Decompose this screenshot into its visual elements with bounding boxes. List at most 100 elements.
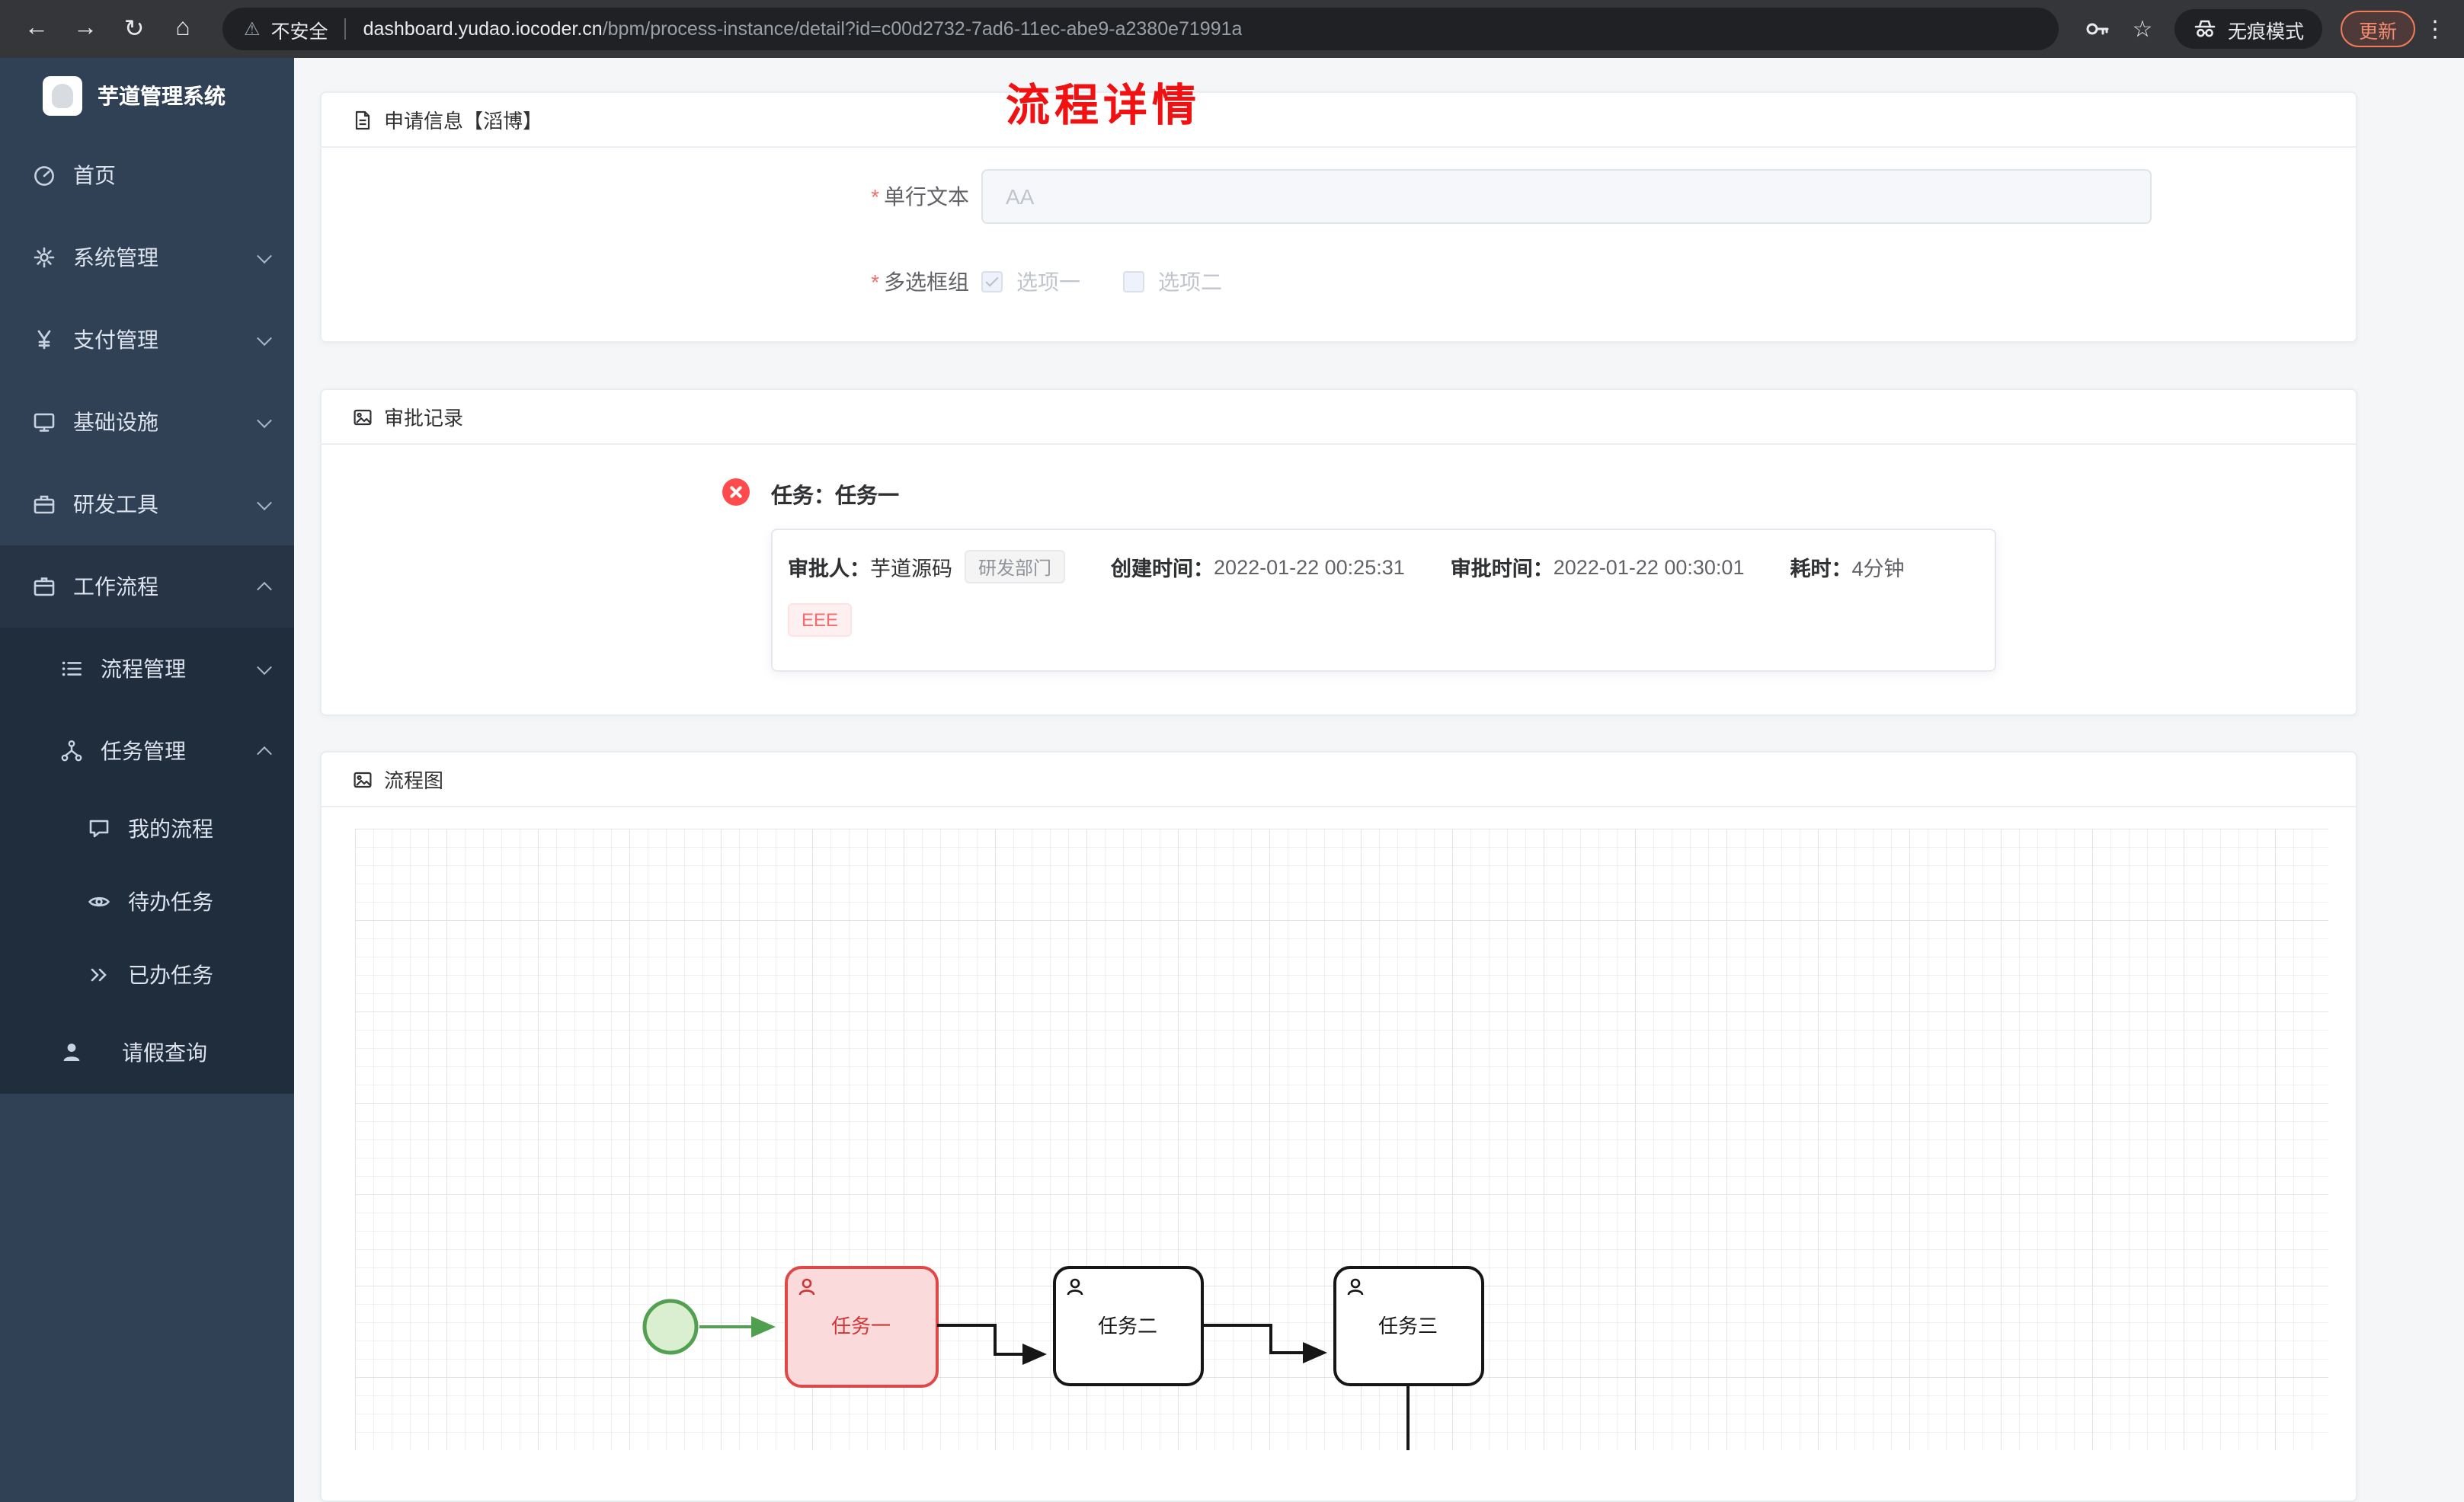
- message-icon: [85, 817, 113, 841]
- url-text: dashboard.yudao.iocoder.cn/bpm/process-i…: [363, 18, 1243, 40]
- task-title: 任务：任务一: [771, 483, 899, 507]
- sequence-flow-1-2: [937, 1324, 1047, 1365]
- diagram-card-title: 流程图: [384, 769, 444, 792]
- gauge-icon: [30, 163, 58, 187]
- gear-icon: [30, 245, 58, 270]
- refresh-button[interactable]: ↻: [123, 17, 145, 43]
- picture-icon: [354, 771, 372, 788]
- start-event-node[interactable]: [642, 1299, 699, 1355]
- main-content: 流程详情 申请信息【滔博】 *单行文本 *多选框组 选项一: [294, 58, 2464, 1502]
- chevron-down-icon: [257, 494, 272, 510]
- approval-detail-box: 审批人： 芋道源码 研发部门 创建时间： 2022-01-22 00:25:31…: [771, 529, 1996, 672]
- task-node-2[interactable]: 任务二: [1053, 1266, 1204, 1386]
- incognito-badge: 无痕模式: [2174, 9, 2322, 49]
- checkbox-option-1[interactable]: 选项一: [981, 267, 1080, 297]
- user-task-icon: [1067, 1278, 1083, 1296]
- branch-icon: [58, 739, 85, 763]
- checkbox-unchecked-icon: [1123, 271, 1144, 292]
- user-icon: [58, 1040, 85, 1065]
- task-node-1[interactable]: 任务一: [785, 1266, 939, 1388]
- approver-name: 芋道源码: [870, 558, 952, 580]
- duration-label: 耗时：: [1790, 558, 1852, 580]
- checkbox-group: 选项一 选项二: [981, 267, 1222, 297]
- diagram-card-header: 流程图: [322, 753, 2356, 807]
- workflow-submenu: 流程管理 任务管理 我的流程: [0, 628, 294, 1094]
- approval-meta-row: 审批人： 芋道源码 研发部门 创建时间： 2022-01-22 00:25:31…: [788, 550, 1979, 583]
- incognito-label: 无痕模式: [2227, 21, 2304, 42]
- briefcase-icon: [30, 574, 58, 599]
- sidebar-item-todo-tasks[interactable]: 待办任务: [0, 865, 294, 938]
- incognito-icon: [2194, 20, 2216, 37]
- approved-time-label: 审批时间：: [1450, 558, 1554, 580]
- picture-icon: [354, 408, 372, 425]
- checkbox-checked-icon: [981, 271, 1003, 292]
- yen-icon: [30, 328, 58, 352]
- text-field-label: *单行文本: [871, 184, 969, 209]
- apply-card-header: 申请信息【滔博】: [322, 93, 2356, 148]
- chevron-down-icon: [257, 659, 272, 675]
- single-line-text-input[interactable]: [981, 169, 2152, 224]
- checkbox-option-2[interactable]: 选项二: [1123, 267, 1222, 297]
- bpmn-canvas[interactable]: 任务一 任务二: [355, 829, 2328, 1450]
- sidebar-item-leave-query[interactable]: 请假查询: [0, 1011, 294, 1094]
- user-task-icon: [1347, 1278, 1364, 1296]
- created-time-label: 创建时间：: [1111, 558, 1214, 580]
- sidebar-item-task-management[interactable]: 任务管理: [0, 710, 294, 792]
- omnibox-divider: [344, 18, 347, 40]
- task-node-3-label: 任务三: [1378, 1315, 1438, 1337]
- toolbox-icon: [30, 492, 58, 516]
- sidebar-item-process-management[interactable]: 流程管理: [0, 628, 294, 710]
- apply-card-title: 申请信息【滔博】: [384, 110, 543, 133]
- sidebar-item-done-tasks[interactable]: 已办任务: [0, 938, 294, 1011]
- task-rejected-icon: [722, 478, 750, 506]
- app-logo: 芋道管理系统: [0, 58, 294, 134]
- task-node-2-label: 任务二: [1098, 1315, 1157, 1337]
- task-node-3[interactable]: 任务三: [1333, 1266, 1484, 1386]
- password-key-icon[interactable]: [2077, 9, 2117, 49]
- sidebar: 芋道管理系统 首页 系统管理 支付管理: [0, 58, 294, 1502]
- app-title: 芋道管理系统: [98, 84, 226, 108]
- approval-card-header: 审批记录: [322, 390, 2356, 445]
- chevron-down-icon: [257, 330, 272, 346]
- approval-records-card: 审批记录 任务：任务一 审批人： 芋道源码 研发部门 创建时间： 2022-01…: [320, 388, 2357, 716]
- sidebar-item-infrastructure[interactable]: 基础设施: [0, 381, 294, 463]
- document-icon: [355, 110, 370, 129]
- department-tag: 研发部门: [965, 550, 1066, 583]
- user-task-icon: [798, 1278, 815, 1296]
- sidebar-item-payment[interactable]: 支付管理: [0, 299, 294, 381]
- approval-card-title: 审批记录: [384, 407, 464, 430]
- task-node-1-label: 任务一: [831, 1315, 891, 1337]
- required-mark: *: [871, 184, 879, 209]
- address-bar[interactable]: ⚠ 不安全 dashboard.yudao.iocoder.cn/bpm/pro…: [222, 8, 2059, 50]
- double-chevron-icon: [85, 963, 113, 987]
- approval-result-row: EEE: [788, 603, 1979, 637]
- page-title: 流程详情: [1006, 82, 1202, 131]
- security-label: 不安全: [270, 21, 328, 42]
- chevron-down-icon: [257, 248, 272, 264]
- process-diagram-card: 流程图: [320, 751, 2357, 1502]
- home-button[interactable]: ⌂: [175, 15, 190, 41]
- forward-button[interactable]: →: [73, 15, 98, 41]
- chevron-up-icon: [257, 745, 272, 761]
- url-path: /bpm/process-instance/detail?id=c00d2732…: [602, 18, 1243, 40]
- eye-icon: [85, 890, 113, 914]
- sidebar-item-dev-tools[interactable]: 研发工具: [0, 463, 294, 545]
- sidebar-item-my-processes[interactable]: 我的流程: [0, 792, 294, 865]
- update-chrome-button[interactable]: 更新: [2340, 11, 2415, 47]
- created-time-value: 2022-01-22 00:25:31: [1214, 555, 1405, 578]
- apply-info-card: 申请信息【滔博】 *单行文本 *多选框组 选项一: [320, 91, 2357, 343]
- sidebar-item-workflow[interactable]: 工作流程: [0, 545, 294, 628]
- sidebar-item-system[interactable]: 系统管理: [0, 216, 294, 299]
- checkbox-group-label: *多选框组: [871, 270, 969, 294]
- back-button[interactable]: ←: [24, 15, 49, 41]
- browser-menu-icon[interactable]: ⋮: [2424, 17, 2446, 43]
- result-tag: EEE: [788, 603, 853, 637]
- duration-value: 4分钟: [1851, 558, 1905, 580]
- sidebar-item-home[interactable]: 首页: [0, 134, 294, 216]
- required-mark: *: [871, 270, 879, 294]
- monitor-icon: [30, 410, 58, 434]
- approver-label: 审批人：: [788, 558, 870, 580]
- approved-time-value: 2022-01-22 00:30:01: [1553, 555, 1745, 578]
- bookmark-star-icon[interactable]: ☆: [2132, 17, 2153, 43]
